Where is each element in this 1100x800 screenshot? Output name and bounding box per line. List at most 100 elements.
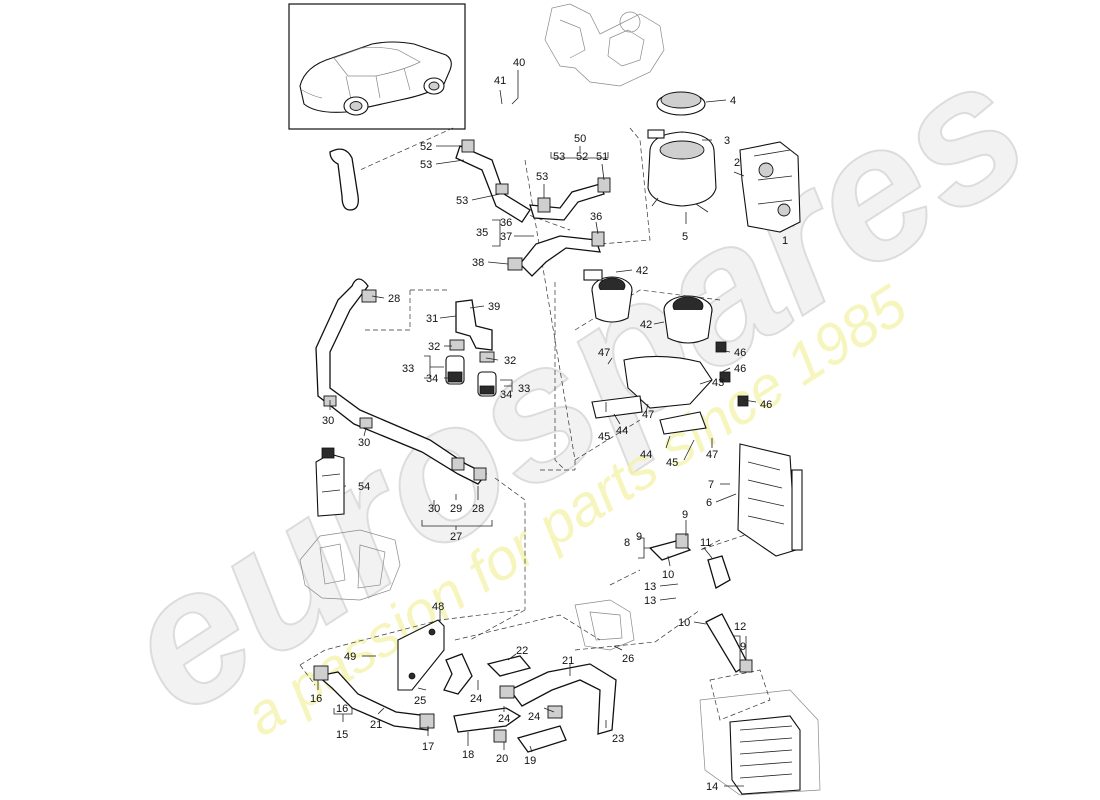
callout-41: 41 [494,75,506,87]
callout-12: 12 [734,621,746,633]
callout-20: 20 [496,753,508,765]
callout-25: 25 [414,695,426,707]
callout-24-c: 24 [528,711,540,723]
callout-49: 49 [344,651,356,663]
valves-33-34 [445,355,497,397]
electric-pump-lower [663,295,713,344]
callout-34-a: 34 [426,373,438,385]
callout-52-a: 52 [576,151,588,163]
callout-35: 35 [476,227,488,239]
callout-43: 43 [712,377,724,389]
callout-24-a: 24 [470,693,482,705]
group-frames [299,127,771,721]
callout-14: 14 [706,781,718,793]
callout-4: 4 [730,95,736,107]
expansion-tank [647,91,717,213]
hose-36-38 [507,231,605,277]
callout-28-a: 28 [388,293,400,305]
pump-mount-bracket [591,341,749,435]
radiator-6 [737,443,803,557]
callout-22: 22 [516,645,528,657]
callout-46-a: 46 [734,347,746,359]
callout-16-b: 16 [336,703,348,715]
engine-outline-top [544,3,665,87]
callout-28-b: 28 [472,503,484,515]
callout-39: 39 [488,301,500,313]
callout-30-c: 30 [428,503,440,515]
hose-lower-left [313,665,435,731]
callout-53-a: 53 [553,151,565,163]
callout-10-a: 10 [662,569,674,581]
callout-53-b: 53 [420,159,432,171]
callout-32-b: 32 [504,355,516,367]
callout-9-c: 9 [740,641,746,653]
callout-27: 27 [450,531,462,543]
callout-13-b: 13 [644,595,656,607]
callout-11: 11 [700,537,711,549]
callout-51: 51 [596,151,608,163]
callout-10-b: 10 [678,617,690,629]
pump-bracket-1 [739,141,801,233]
callout-24-b: 24 [498,713,510,725]
callout-21-a: 21 [562,655,574,667]
callout-15: 15 [336,729,348,741]
callout-54: 54 [358,481,370,493]
callout-46-b: 46 [734,363,746,375]
callout-36-a: 36 [590,211,602,223]
callout-8: 8 [624,537,630,549]
callout-45-a: 45 [598,431,610,443]
hose-10-9-lower [705,613,753,673]
electric-pump-upper [583,269,633,323]
hose-8-11 [648,533,731,589]
hose-upper-left [329,139,531,223]
callout-47-b: 47 [642,409,654,421]
t-piece-31 [449,299,495,363]
callout-2: 2 [734,157,740,169]
callout-5: 5 [682,231,688,243]
callout-17: 17 [422,741,434,753]
leader-lines [317,70,757,787]
engine-outline-right [574,599,635,651]
callout-9-b: 9 [636,531,642,543]
callout-19: 19 [524,755,536,767]
callout-9-a: 9 [682,509,688,521]
heat-exchanger-bottom [699,689,821,796]
callout-16-a: 16 [310,693,322,705]
callout-53-d: 53 [456,195,468,207]
callout-26: 26 [622,653,634,665]
callout-52-b: 52 [420,141,432,153]
callout-37: 37 [500,231,512,243]
callout-48: 48 [432,601,444,613]
callout-1: 1 [782,235,788,247]
watermark-brand: eurospares [87,19,1062,755]
engine-outline-left [299,529,401,601]
callout-38: 38 [472,257,484,269]
callout-31: 31 [426,313,438,325]
callout-3: 3 [724,135,730,147]
bracket-48 [397,619,445,691]
callout-23: 23 [612,733,624,745]
callout-13-a: 13 [644,581,656,593]
callout-46-c: 46 [760,399,772,411]
callout-47-a: 47 [598,347,610,359]
callout-44-b: 44 [640,449,652,461]
vehicle-thumbnail [288,3,466,130]
callout-30-b: 30 [358,437,370,449]
callout-42-b: 42 [640,319,652,331]
callout-44-a: 44 [616,425,628,437]
callout-53-c: 53 [536,171,548,183]
callout-18: 18 [462,749,474,761]
callout-7: 7 [708,479,714,491]
callout-33-a: 33 [402,363,414,375]
callout-labels: 40 41 4 50 53 52 51 3 2 52 53 53 53 1 5 … [310,57,788,793]
callout-6: 6 [706,497,712,509]
watermark: eurospares a passion for parts since 198… [86,18,1063,756]
hose-50 [529,177,611,221]
callout-47-c: 47 [706,449,718,461]
callout-29: 29 [450,503,462,515]
callout-33-b: 33 [518,383,530,395]
callout-36-b: 36 [500,217,512,229]
callout-21-b: 21 [370,719,382,731]
callout-42-a: 42 [636,265,648,277]
